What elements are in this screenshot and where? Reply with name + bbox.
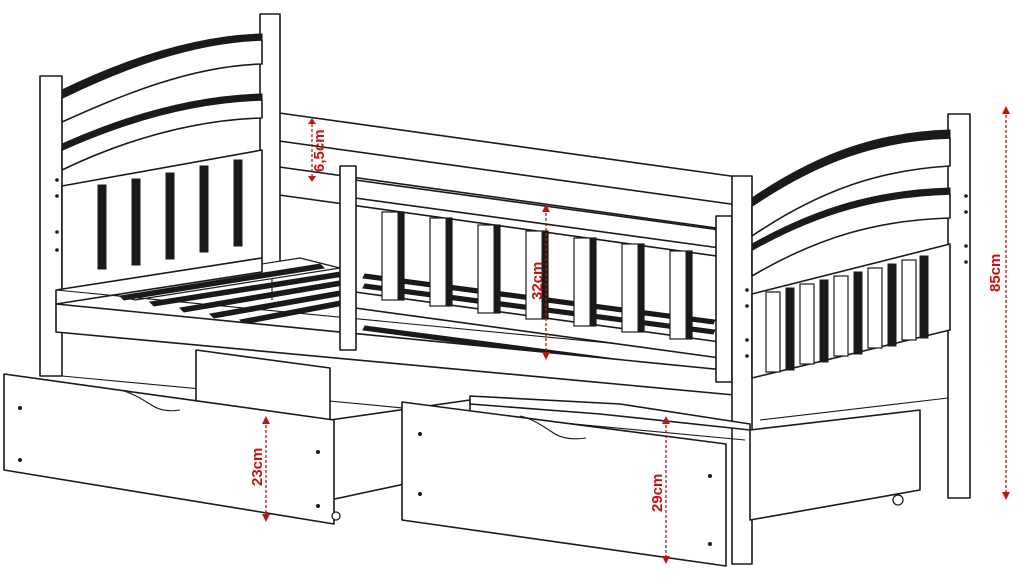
headboard-slats xyxy=(97,159,243,270)
footboard-rear-post xyxy=(947,113,971,499)
footboard-front-post xyxy=(731,175,753,565)
front-side-board xyxy=(55,257,746,397)
label-total-height: 85cm xyxy=(987,254,1004,292)
footboard-right xyxy=(731,113,971,565)
label-safety-gap: 6,5cm xyxy=(311,129,328,172)
label-drawer-left: 23cm xyxy=(249,448,266,486)
barrier-slats xyxy=(381,211,693,340)
headboard-left xyxy=(39,13,281,377)
barrier-right-post xyxy=(715,215,733,383)
footboard-slats xyxy=(765,255,929,373)
drawer-right xyxy=(401,395,921,567)
barrier-left-post xyxy=(339,165,357,351)
safety-barrier xyxy=(339,165,733,383)
headboard-rear-post xyxy=(259,13,281,275)
dimension-markers: 6,5cm 32cm 85cm 23cm 29cm xyxy=(249,106,1010,564)
label-barrier-height: 32cm xyxy=(529,262,546,300)
drawer-left xyxy=(3,349,471,525)
label-drawer-right: 29cm xyxy=(649,474,666,512)
